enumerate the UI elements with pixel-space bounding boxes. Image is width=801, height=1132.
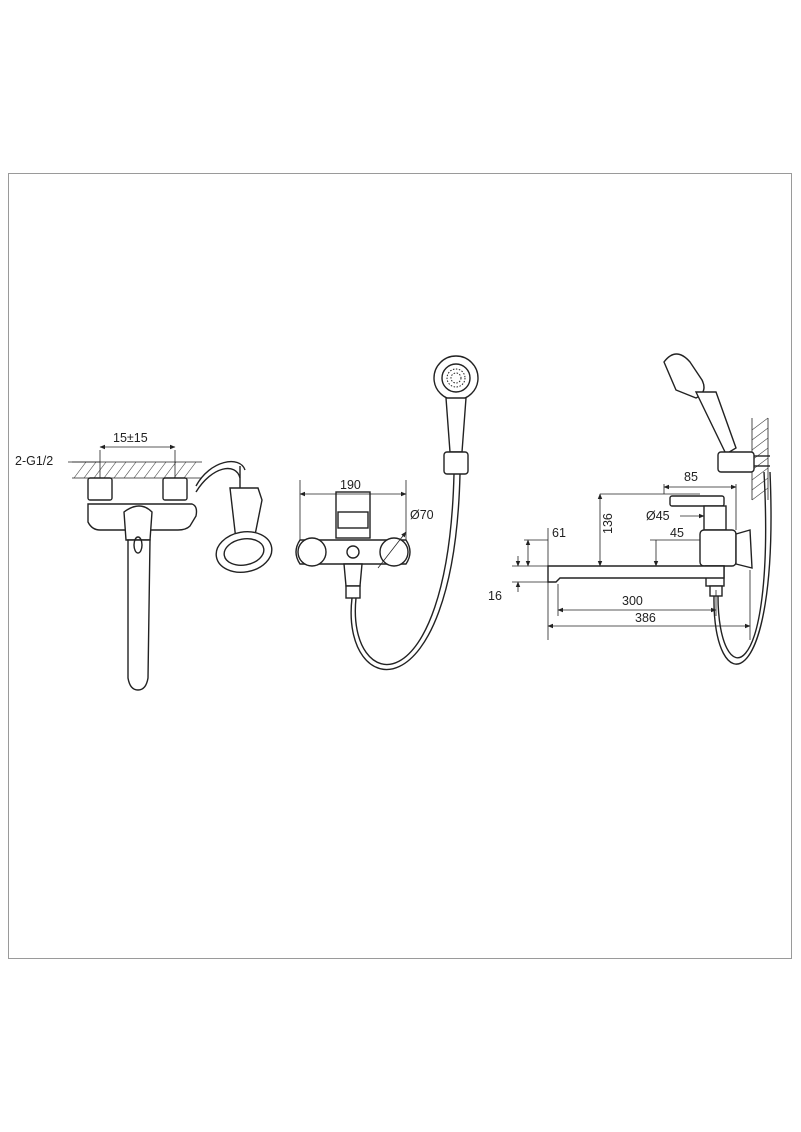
hose-front [350, 473, 461, 671]
lever-top [123, 505, 153, 541]
wall-hatching-left [72, 461, 202, 479]
dim-45-label: 45 [670, 526, 684, 540]
shower-holder [443, 451, 469, 475]
dim-85-label: 85 [684, 470, 698, 484]
side-view: 300 386 136 85 Ø45 45 61 [488, 353, 772, 665]
handshower-side-right [663, 353, 770, 473]
front-view: 190 Ø70 [295, 355, 479, 671]
dim-width-label: 190 [340, 478, 361, 492]
lever-side [669, 495, 725, 507]
eccentric-right [162, 477, 188, 501]
dim-136-label: 136 [601, 513, 615, 534]
dim-386-label: 386 [635, 611, 656, 625]
eccentric-left [87, 477, 113, 501]
mixer-body-side [699, 529, 737, 567]
handshower-front [433, 355, 479, 475]
drawing-frame [8, 173, 792, 959]
hose-side [713, 471, 772, 665]
spout-top-view [127, 539, 151, 691]
dim-300-label: 300 [622, 594, 643, 608]
dim-diameter-label: Ø70 [410, 508, 434, 522]
diverter-front [343, 563, 363, 587]
handshower-side [229, 487, 263, 541]
dim-thread-label: 2-G1/2 [15, 454, 53, 468]
wall-holder [717, 451, 755, 473]
spout-side [547, 565, 725, 583]
left-view: 15±15 2-G1/2 [15, 431, 273, 691]
dim-16-label: 16 [488, 589, 502, 603]
dim-offset-label: 15±15 [113, 431, 148, 445]
dim-d45-label: Ø45 [646, 509, 670, 523]
dim-61-label: 61 [552, 526, 566, 540]
